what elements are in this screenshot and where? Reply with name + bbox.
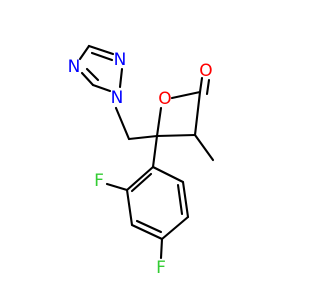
bond-triazole-c5-n4 — [80, 71, 95, 87]
bond-triazole-c3-n2 — [87, 44, 115, 56]
bond-triazole-n1-c5 — [91, 83, 112, 93]
bond-triazole-c5-n4-inner — [85, 67, 100, 82]
bond-ph-c6-c1 — [151, 165, 185, 184]
bond-c4-fluorine — [159, 237, 164, 260]
molecule-canvas: N N N O O F F — [67, 44, 215, 278]
bond-ph-c3-c4-inner — [135, 219, 163, 234]
bond-c2-carbonyl-inner — [205, 78, 211, 96]
bond-c3-methyl — [193, 133, 215, 162]
structure-diagram: N N N O O F F — [68, 44, 215, 278]
atom-label-carbonyl-oxygen: O — [199, 61, 212, 81]
bond-triazole-c3-n2-inner — [90, 51, 114, 62]
atom-label-fluorine-ortho: F — [94, 171, 104, 191]
bond-c4-o1 — [155, 106, 163, 138]
bond-triazole-n2-n1 — [118, 67, 124, 89]
bond-o1-c2 — [170, 90, 202, 100]
atom-label-triazole-n4: N — [68, 57, 81, 77]
bond-c3-c4 — [155, 133, 197, 138]
bond-ph-c2-c3 — [125, 188, 134, 227]
atom-label-triazole-n1: N — [111, 88, 124, 108]
bond-c2-c3 — [193, 90, 202, 137]
bond-ph-c1-c2-inner — [130, 172, 153, 193]
bond-triazole-n4-c3 — [78, 44, 91, 61]
bond-c2-carbonyl — [198, 76, 204, 94]
bond-ph-c1-c2 — [125, 165, 155, 192]
atom-label-fluorine-para: F — [156, 258, 166, 278]
bond-c2-fluorine — [105, 182, 129, 192]
atom-label-ring-oxygen: O — [158, 89, 171, 109]
bond-n1-ch2 — [114, 106, 131, 141]
bond-ph-c5-c6 — [181, 180, 190, 219]
bond-ph-c3-c4 — [130, 223, 164, 241]
bond-ch2-c4 — [127, 134, 159, 141]
bond-ph-c4-c5 — [160, 215, 190, 241]
bond-ph-c5-c6-inner — [176, 183, 184, 216]
bond-c4-phenyl — [151, 134, 159, 169]
atom-label-triazole-n2: N — [114, 50, 127, 70]
